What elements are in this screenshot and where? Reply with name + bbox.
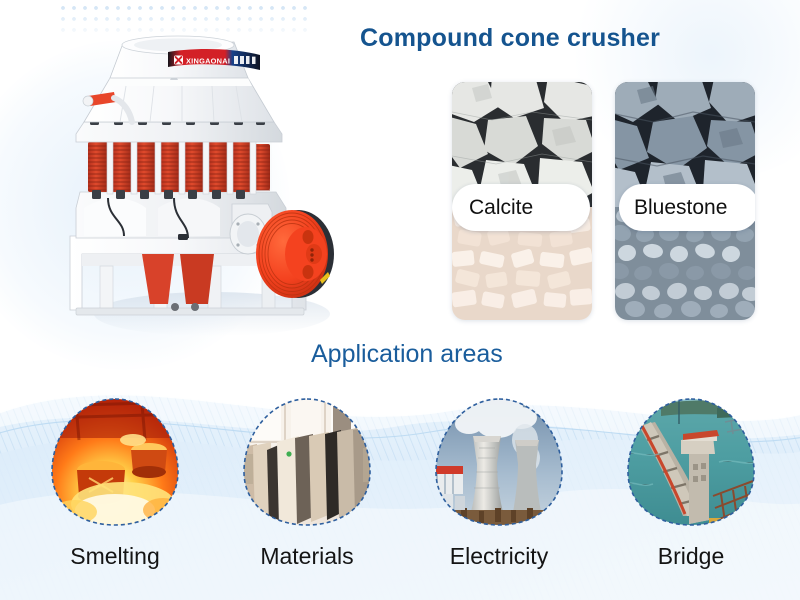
brand-logo-mark [174,55,183,65]
machine-top-hopper: XINGAONAI [109,35,260,79]
bridge-blob [621,392,761,532]
smelting-furnace-icon [52,399,178,525]
material-label-bluestone: Bluestone [634,195,728,219]
material-label-pill-calcite: Calcite [452,184,590,231]
material-samples: Calcite [452,82,762,322]
electricity-blob [429,392,569,532]
blob-dashed-border [435,398,563,526]
blob-dashed-border [243,398,371,526]
material-card-calcite[interactable]: Calcite [452,82,592,320]
ladle-right [131,443,167,478]
brand-band [168,48,260,70]
application-label-bridge: Bridge [657,543,725,569]
bridge-icon [628,399,754,525]
application-label-electricity: Electricity [449,543,549,569]
background-dot-grid [60,0,310,40]
material-label-pill-bluestone: Bluestone [619,184,755,231]
calcite-coarse-photo [452,82,592,207]
application-label-smelting: Smelting [70,543,160,569]
application-item-smelting[interactable]: Smelting [20,392,210,570]
cone-crusher-illustration: XINGAONAI [62,22,362,342]
stone-slabs-icon [244,399,370,525]
application-label-materials: Materials [260,543,354,569]
page-title: Compound cone crusher [360,24,661,52]
machine-cone-bowl [82,72,275,125]
materials-blob [237,392,377,532]
material-label-calcite: Calcite [469,195,534,219]
application-item-materials[interactable]: Materials [212,392,402,570]
brand-name-text: XINGAONAI [186,57,230,66]
blob-dashed-border [627,398,755,526]
blob-dashed-border [51,398,179,526]
machine-spring-bank [86,137,272,199]
smelting-blob [45,392,185,532]
material-card-bluestone[interactable]: Bluestone [615,82,755,320]
application-item-electricity[interactable]: Electricity [404,392,594,570]
application-areas-list: Smelting [0,392,800,600]
cooling-tower-icon [436,399,562,525]
application-item-bridge[interactable]: Bridge [596,392,786,570]
machine-lower-housing [75,191,287,255]
section-title-application-areas: Application areas [311,340,503,368]
machine-flywheel [256,210,334,298]
